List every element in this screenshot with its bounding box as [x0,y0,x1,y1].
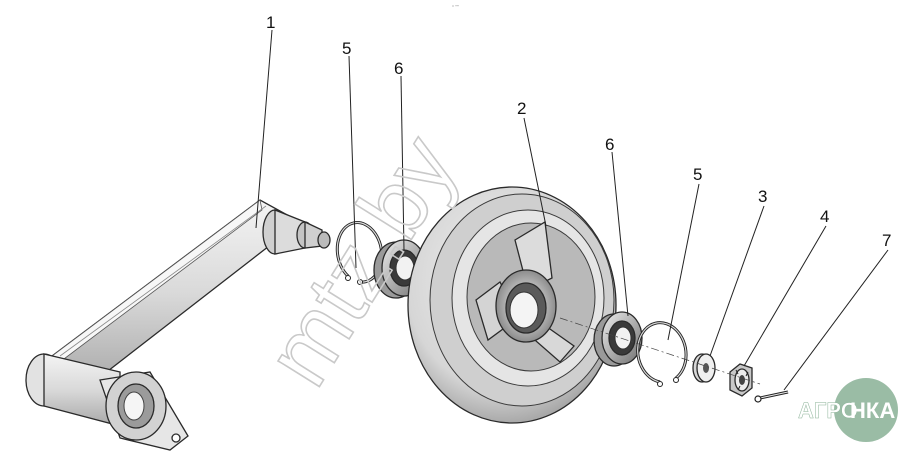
castle-nut-part-4 [729,363,753,397]
label-part-7: 7 [882,231,891,250]
axis-centerline [559,317,761,385]
label-part-5-right: 5 [693,165,702,184]
logo-circle [834,378,898,442]
crank-arm-part-1 [25,199,331,451]
corner-note: ° '''' [452,5,459,11]
label-part-6-left: 6 [394,59,403,78]
washer-part-3 [692,353,716,383]
leader-lines [255,29,889,391]
circlip-part-5-right [636,321,688,387]
bearing-part-6-right [593,311,643,367]
label-part-3: 3 [758,187,767,206]
label-part-2: 2 [517,99,526,118]
cotter-pin-part-7 [754,390,789,403]
wheel-part-2 [407,186,617,424]
label-part-1: 1 [266,13,275,32]
agronka-logo: АГРО НКА [798,378,898,442]
logo-text-right: НКА [850,398,895,423]
label-part-6-right: 6 [605,135,614,154]
label-part-5-left: 5 [342,39,351,58]
logo-text-left: АГРО [798,398,858,423]
label-part-4: 4 [820,207,829,226]
